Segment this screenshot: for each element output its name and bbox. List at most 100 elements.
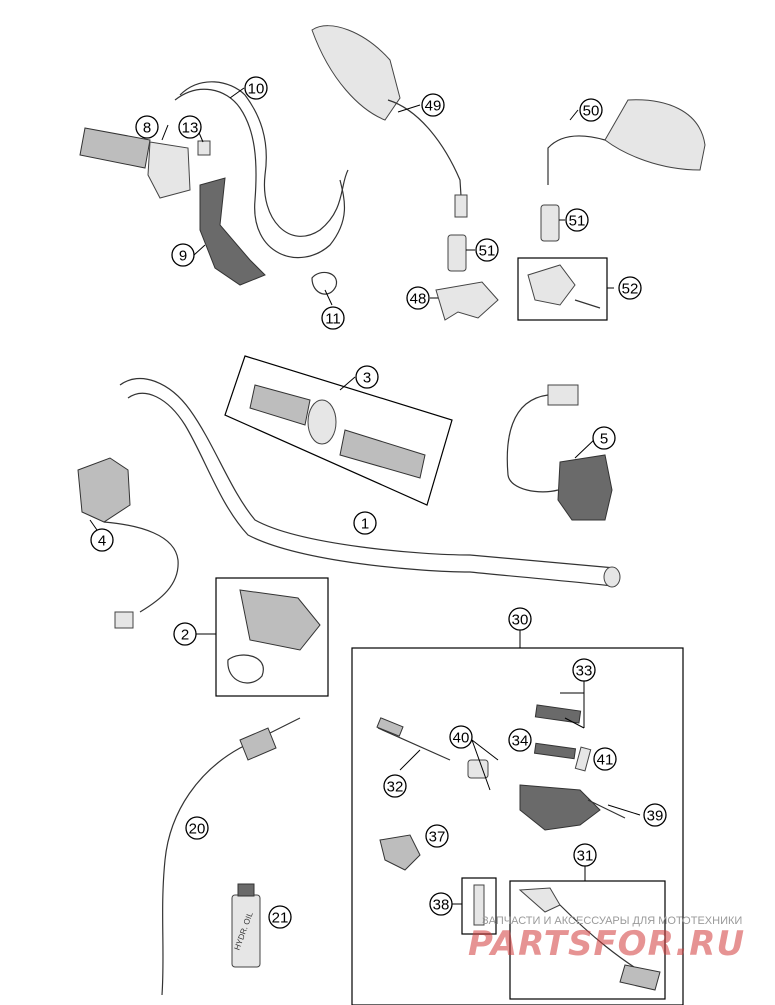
callout-number: 39: [647, 808, 664, 825]
hydraulic-oil-bottle-part-21: HYDR. OIL: [231, 883, 261, 968]
callout-circle: [321, 306, 345, 330]
pin-part-41: [574, 746, 592, 772]
callout-number: 52: [622, 281, 639, 298]
watermark: ЗАПЧАСТИ И АКСЕССУАРЫ ДЛЯ МОТОТЕХНИКИ PA…: [468, 915, 745, 964]
switch-guard-part-2: [215, 577, 329, 697]
reservoir-cover-part-33: [534, 704, 582, 724]
callout-51b: 51: [565, 208, 589, 232]
callout-circle: [475, 238, 499, 262]
callout-13: 13: [178, 115, 202, 139]
callout-number: 34: [512, 733, 529, 750]
callout-21: 21: [268, 905, 292, 929]
callout-50: 50: [579, 98, 603, 122]
left-mirror-part-49: [311, 25, 468, 218]
throttle-grip-part-8: [79, 127, 191, 199]
callout-number: 20: [189, 821, 206, 838]
throttle-cables-part-10: [174, 81, 349, 259]
callout-37: 37: [425, 824, 449, 848]
throttle-housing-part-9: [199, 177, 266, 286]
callout-3: 3: [355, 365, 379, 389]
callout-52: 52: [618, 276, 642, 300]
callout-circle: [449, 725, 473, 749]
callout-33: 33: [572, 658, 596, 682]
callout-circle: [355, 365, 379, 389]
callout-circle: [268, 905, 292, 929]
brake-lever-part-31: [509, 865, 666, 1000]
callout-circle: [579, 98, 603, 122]
callout-1: 1: [353, 511, 377, 535]
watermark-tagline: ЗАПЧАСТИ И АКСЕССУАРЫ ДЛЯ МОТОТЕХНИКИ: [482, 915, 742, 927]
callout-number: 30: [512, 612, 529, 629]
callout-number: 49: [425, 98, 442, 115]
callout-circle: [572, 658, 596, 682]
master-cylinder-assembly-part-30: [351, 630, 684, 1005]
callout-number: 1: [361, 516, 369, 533]
callout-circle: [508, 728, 532, 752]
handlebar-part-1: [119, 377, 621, 588]
callout-31: 31: [573, 843, 597, 867]
right-switch-part-5: [506, 384, 613, 521]
callout-number: 51: [479, 243, 496, 260]
callout-number: 33: [576, 663, 593, 680]
right-mirror-part-50: [547, 99, 706, 185]
callout-number: 13: [182, 120, 199, 137]
callout-circle: [406, 286, 430, 310]
callout-10: 10: [244, 76, 268, 100]
callout-number: 2: [181, 627, 189, 644]
callout-circle: [573, 843, 597, 867]
callout-2: 2: [173, 622, 197, 646]
callout-number: 11: [325, 311, 341, 328]
seal-part-40: [467, 759, 489, 779]
callout-number: 38: [433, 897, 450, 914]
callout-circle: [508, 607, 532, 631]
callout-38: 38: [429, 892, 453, 916]
callout-49: 49: [421, 93, 445, 117]
mirror-adapter-part-51-b: [540, 204, 560, 242]
guard-part-37: [379, 834, 421, 871]
callout-circle: [173, 622, 197, 646]
callout-circle: [171, 243, 195, 267]
callout-circle: [353, 511, 377, 535]
callout-number: 32: [387, 779, 404, 796]
callout-circle: [90, 528, 114, 552]
cable-tie-part-11: [311, 271, 338, 295]
callout-circle: [565, 208, 589, 232]
callout-39: 39: [643, 803, 667, 827]
callout-number: 9: [179, 248, 187, 265]
callout-number: 50: [583, 103, 600, 120]
callout-number: 31: [577, 848, 594, 865]
hydraulic-line-part-20: [161, 717, 301, 996]
callout-51a: 51: [475, 238, 499, 262]
callout-number: 8: [143, 120, 151, 137]
callout-circle: [643, 803, 667, 827]
callout-circle: [592, 426, 616, 450]
watermark-brand: PARTSFOR.RU: [468, 924, 745, 964]
callout-32: 32: [383, 774, 407, 798]
callout-circle: [618, 276, 642, 300]
clamp-kit-part-52: [517, 257, 608, 321]
piston-parts-part-32: [376, 717, 451, 761]
callout-number: 41: [597, 752, 614, 769]
callout-9: 9: [171, 243, 195, 267]
mirror-adapter-part-51-a: [447, 234, 467, 272]
pivot-pin-part-38: [461, 877, 497, 935]
callout-circle: [244, 76, 268, 100]
diaphragm-part-34: [533, 742, 577, 760]
callout-number: 37: [429, 829, 446, 846]
callout-30: 30: [508, 607, 532, 631]
bolt-part-13: [197, 140, 211, 156]
callout-5: 5: [592, 426, 616, 450]
callout-number: 3: [363, 370, 371, 387]
callout-circle: [429, 892, 453, 916]
callout-circle: [178, 115, 202, 139]
callout-34: 34: [508, 728, 532, 752]
master-cylinder-body: [519, 784, 601, 831]
callout-number: 51: [569, 213, 586, 230]
callout-circle: [425, 824, 449, 848]
callout-circle: [421, 93, 445, 117]
callout-labels: 1234589101113202130313233343738394041484…: [90, 76, 667, 929]
callout-number: 10: [248, 81, 265, 98]
callout-number: 40: [453, 730, 470, 747]
callout-number: 48: [410, 291, 427, 308]
